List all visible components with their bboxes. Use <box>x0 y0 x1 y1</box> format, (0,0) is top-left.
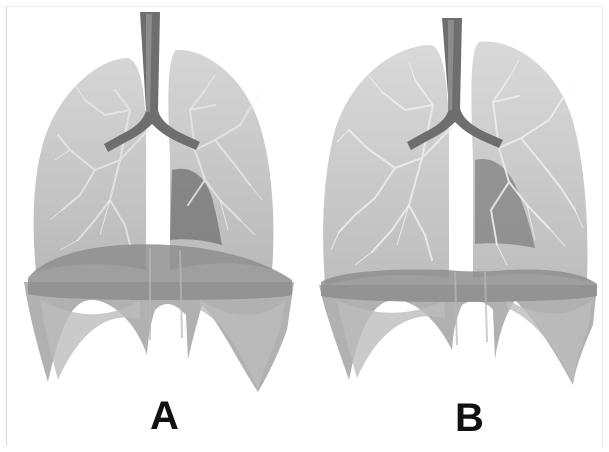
panel-label-b: B <box>455 398 484 438</box>
lung-diagram-inhalation <box>297 0 602 400</box>
frame-right-border <box>602 6 603 446</box>
lung-diagram-exhalation <box>0 0 300 400</box>
diaphragm-flat <box>321 270 597 303</box>
left-lung <box>323 45 449 285</box>
panel-label-a: A <box>150 396 179 436</box>
